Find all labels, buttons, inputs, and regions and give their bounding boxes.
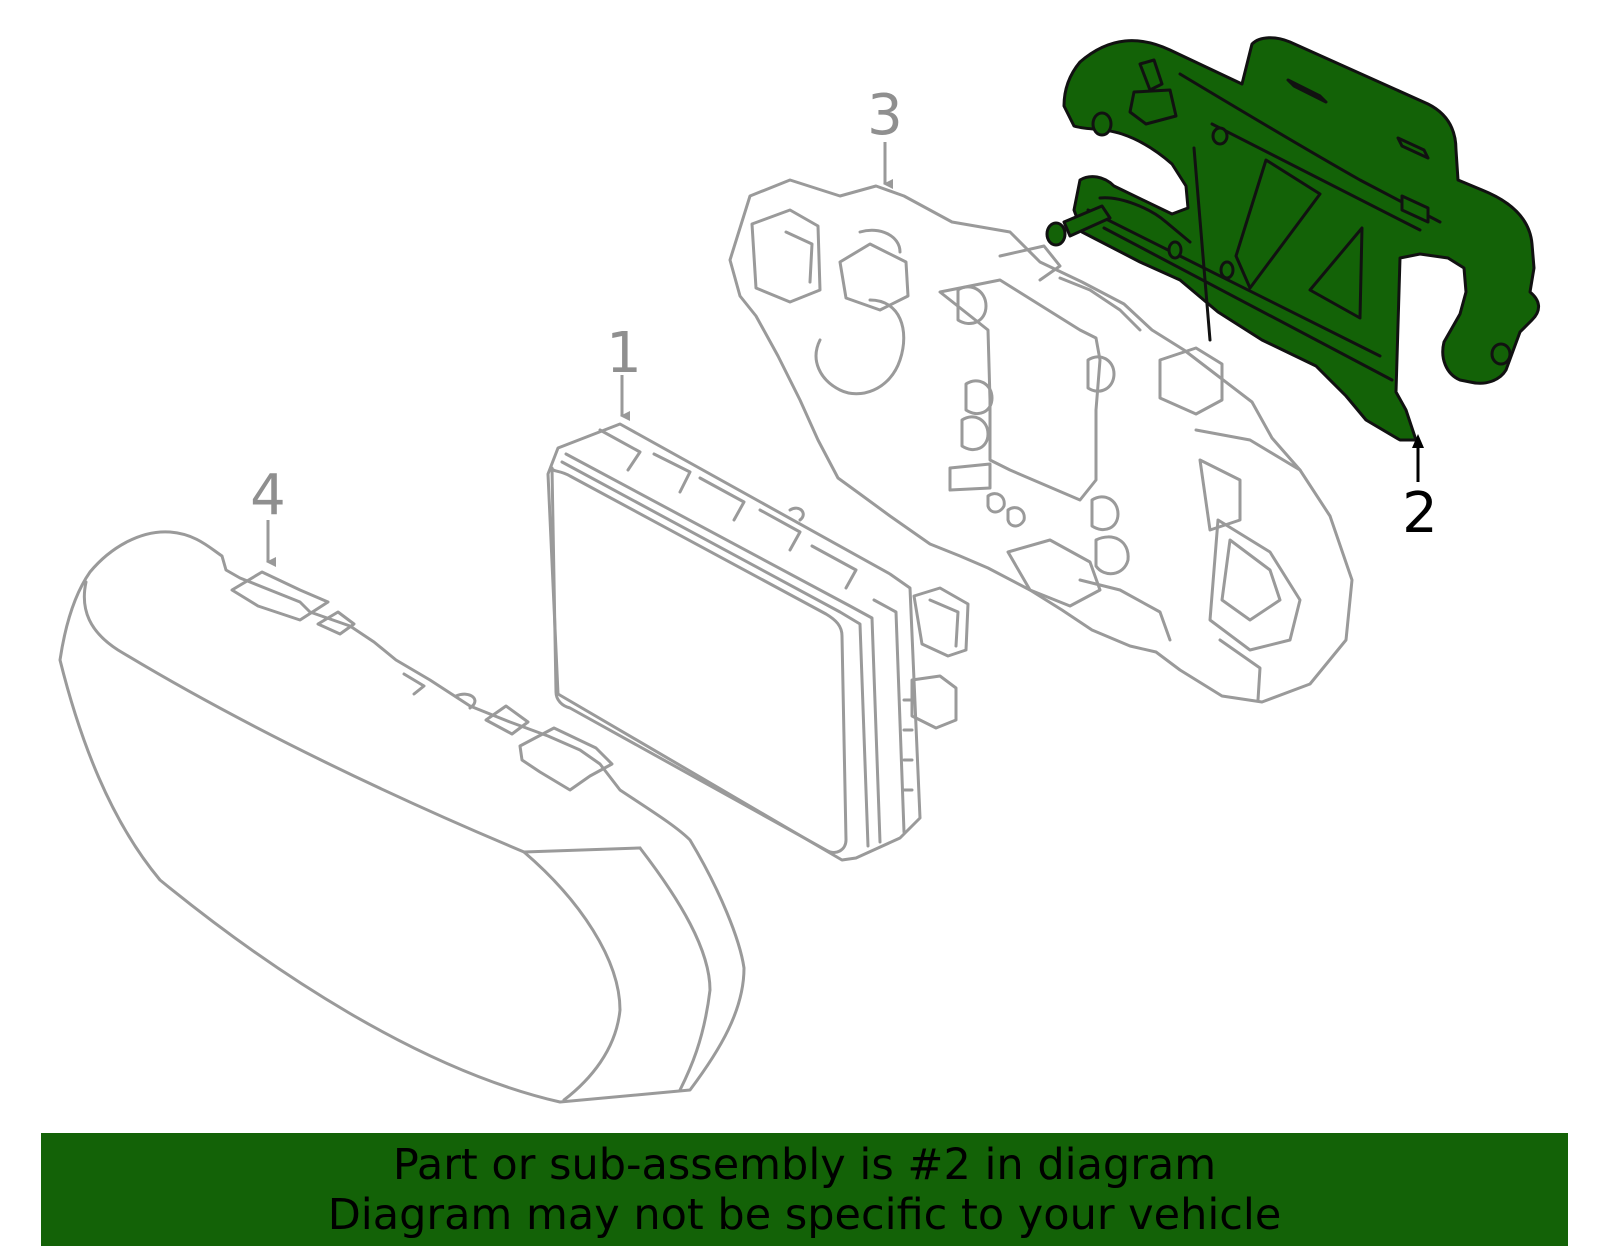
callout-arrows — [266, 142, 1424, 567]
part-3-bracket-frame[interactable] — [728, 178, 1354, 704]
part-4-cover[interactable] — [58, 530, 746, 1104]
callout-4-label: 4 — [250, 463, 286, 528]
banner-line-disclaimer: Diagram may not be specific to your vehi… — [327, 1189, 1282, 1240]
part-2-mounting-bracket[interactable] — [1045, 36, 1540, 442]
banner-line-part: Part or sub-assembly is #2 in diagram — [392, 1139, 1217, 1190]
part-1-unit[interactable] — [546, 422, 970, 862]
info-banner: Part or sub-assembly is #2 in diagram Di… — [41, 1133, 1568, 1246]
exploded-parts-diagram: 1 2 3 4 — [58, 36, 1540, 1104]
callout-3-label: 3 — [867, 83, 903, 148]
callout-2-label: 2 — [1402, 481, 1438, 546]
callout-1-label: 1 — [606, 321, 642, 386]
arrow-up-icon — [1412, 434, 1424, 482]
